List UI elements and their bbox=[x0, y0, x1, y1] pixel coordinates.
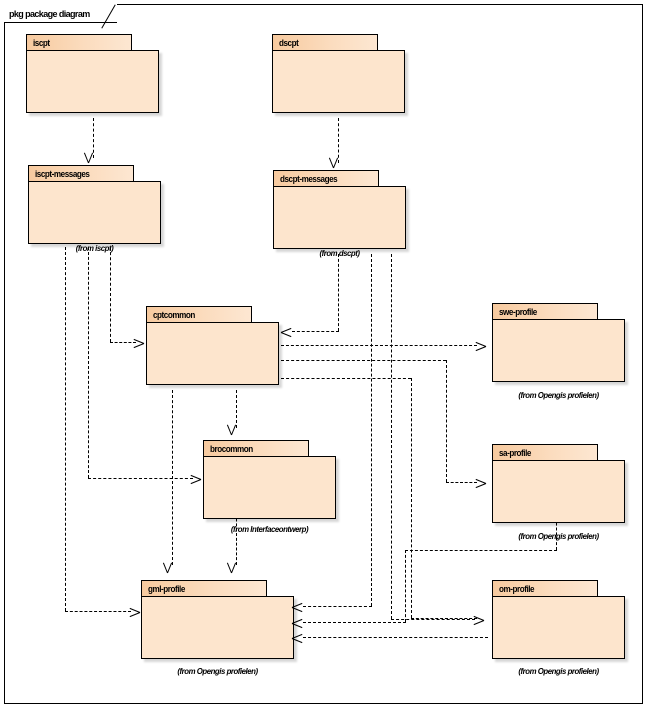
package-body-dscpt bbox=[272, 50, 405, 113]
dep-sa-to-om-v1 bbox=[556, 508, 557, 550]
package-name-swe-profile: swe-profile bbox=[499, 306, 537, 317]
package-header-cptcommon: cptcommon bbox=[146, 306, 252, 323]
package-from-brocommon: (from Interfaceontwerp) bbox=[230, 524, 309, 534]
arrowhead-gml-right-1 bbox=[291, 601, 303, 612]
dep-iscpt-messages-to-gml-h bbox=[65, 611, 131, 612]
package-header-iscpt: iscpt bbox=[26, 34, 132, 51]
package-name-dscpt-messages: dscpt-messages bbox=[280, 173, 338, 184]
dep-dscpt-messages-to-gml-h bbox=[303, 606, 372, 607]
arrowhead-om-left-1 bbox=[473, 614, 485, 625]
package-name-iscpt: iscpt bbox=[33, 37, 50, 48]
dep-cptcommon-to-gml bbox=[172, 390, 173, 565]
package-header-gml-profile: gml-profile bbox=[141, 580, 267, 597]
package-body-iscpt-messages bbox=[28, 181, 161, 244]
dep-cptcommon-to-om-h2 bbox=[411, 618, 477, 619]
package-name-gml-profile: gml-profile bbox=[148, 583, 185, 594]
dep-cptcommon-to-swe bbox=[281, 345, 477, 346]
dep-iscpt-messages-to-cptcommon-v bbox=[110, 247, 111, 342]
arrowhead-brocommon-left bbox=[190, 473, 202, 484]
package-body-sa-profile bbox=[492, 460, 625, 523]
dep-iscpt-messages-to-cptcommon-h bbox=[110, 342, 136, 343]
package-body-gml-profile bbox=[141, 596, 294, 659]
package-body-om-profile bbox=[492, 596, 625, 659]
package-header-iscpt-messages: iscpt-messages bbox=[28, 165, 134, 182]
diagram-frame-label: pkg package diagram bbox=[9, 9, 90, 19]
dep-sa-to-om-h2 bbox=[303, 622, 406, 623]
dep-dscpt-messages-to-om-v bbox=[391, 254, 392, 619]
package-header-swe-profile: swe-profile bbox=[492, 303, 598, 320]
package-from-swe-profile: (from Opengis profielen) bbox=[518, 390, 599, 400]
dep-iscpt-to-iscpt-messages bbox=[93, 118, 94, 158]
package-header-sa-profile: sa-profile bbox=[492, 444, 598, 461]
arrowhead-gml-top-2 bbox=[226, 562, 242, 574]
package-from-gml-profile: (from Opengis profielen) bbox=[177, 666, 258, 676]
dep-cptcommon-to-sa-v bbox=[446, 360, 447, 482]
dep-dscpt-messages-to-om-h bbox=[391, 619, 475, 620]
package-header-dscpt-messages: dscpt-messages bbox=[273, 170, 379, 187]
dep-dscpt-messages-to-cptcommon-h bbox=[292, 331, 339, 332]
package-brocommon[interactable]: brocommon bbox=[203, 440, 336, 520]
package-body-dscpt-messages bbox=[273, 186, 406, 249]
dep-sa-to-om-v2 bbox=[405, 550, 406, 622]
dep-iscpt-messages-to-gml-v bbox=[65, 247, 66, 611]
package-name-cptcommon: cptcommon bbox=[153, 309, 195, 320]
dep-dscpt-messages-to-gml-v bbox=[371, 254, 372, 606]
package-from-om-profile: (from Opengis profielen) bbox=[518, 666, 599, 676]
package-om-profile[interactable]: om-profile bbox=[492, 580, 625, 660]
package-header-om-profile: om-profile bbox=[492, 580, 598, 597]
dep-dscpt-to-dscpt-messages bbox=[338, 118, 339, 163]
dep-iscpt-messages-to-brocommon-v bbox=[88, 247, 89, 478]
diagram-frame-tab: pkg package diagram bbox=[4, 4, 117, 23]
package-iscpt-messages[interactable]: iscpt-messages bbox=[28, 165, 161, 245]
arrowhead-brocommon-top bbox=[226, 424, 242, 436]
package-from-sa-profile: (from Opengis profielen) bbox=[518, 531, 599, 541]
dep-bottom-to-gml-h bbox=[303, 637, 488, 638]
package-swe-profile[interactable]: swe-profile bbox=[492, 303, 625, 383]
package-header-brocommon: brocommon bbox=[203, 440, 309, 457]
package-name-sa-profile: sa-profile bbox=[499, 447, 531, 458]
dep-brocommon-to-gml bbox=[236, 504, 237, 565]
package-iscpt[interactable]: iscpt bbox=[26, 34, 159, 114]
dep-dscpt-messages-to-cptcommon-v bbox=[338, 254, 339, 331]
package-dscpt[interactable]: dscpt bbox=[272, 34, 405, 114]
dep-cptcommon-to-brocommon bbox=[236, 390, 237, 428]
arrowhead-dscpt-messages-top bbox=[328, 157, 344, 169]
package-name-iscpt-messages: iscpt-messages bbox=[35, 168, 90, 179]
dep-sa-to-om-h bbox=[405, 550, 557, 551]
arrowhead-iscpt-messages-top bbox=[83, 152, 99, 164]
package-dscpt-messages[interactable]: dscpt-messages bbox=[273, 170, 406, 250]
package-body-iscpt bbox=[26, 50, 159, 113]
package-from-dscpt-messages: (from dscpt) bbox=[319, 248, 360, 258]
arrowhead-swe-left bbox=[475, 340, 487, 351]
arrowhead-cptcommon-right-1 bbox=[280, 326, 292, 337]
dep-cptcommon-to-sa-h1 bbox=[281, 360, 446, 361]
package-gml-profile[interactable]: gml-profile bbox=[141, 580, 294, 660]
dep-cptcommon-to-sa-h2 bbox=[446, 482, 477, 483]
arrowhead-cptcommon-left bbox=[133, 337, 145, 348]
arrowhead-gml-right-3 bbox=[291, 632, 303, 643]
arrowhead-gml-right-2 bbox=[291, 617, 303, 628]
dep-iscpt-messages-to-brocommon-h bbox=[88, 478, 193, 479]
diagram-frame bbox=[4, 4, 643, 704]
package-cptcommon[interactable]: cptcommon bbox=[146, 306, 279, 386]
package-sa-profile[interactable]: sa-profile bbox=[492, 444, 625, 524]
arrowhead-sa-left bbox=[475, 477, 487, 488]
package-name-om-profile: om-profile bbox=[499, 583, 535, 594]
dep-cptcommon-to-om-v bbox=[411, 378, 412, 618]
package-body-cptcommon bbox=[146, 322, 279, 385]
package-header-dscpt: dscpt bbox=[272, 34, 378, 51]
package-from-iscpt-messages: (from iscpt) bbox=[75, 243, 114, 253]
package-name-dscpt: dscpt bbox=[279, 37, 299, 48]
package-body-swe-profile bbox=[492, 319, 625, 382]
dep-cptcommon-to-om-h1 bbox=[281, 378, 411, 379]
arrowhead-gml-left bbox=[129, 606, 141, 617]
frame-tab-baseline bbox=[4, 22, 109, 23]
arrowhead-gml-top-1 bbox=[162, 562, 178, 574]
package-body-brocommon bbox=[203, 456, 336, 519]
package-name-brocommon: brocommon bbox=[210, 443, 253, 454]
